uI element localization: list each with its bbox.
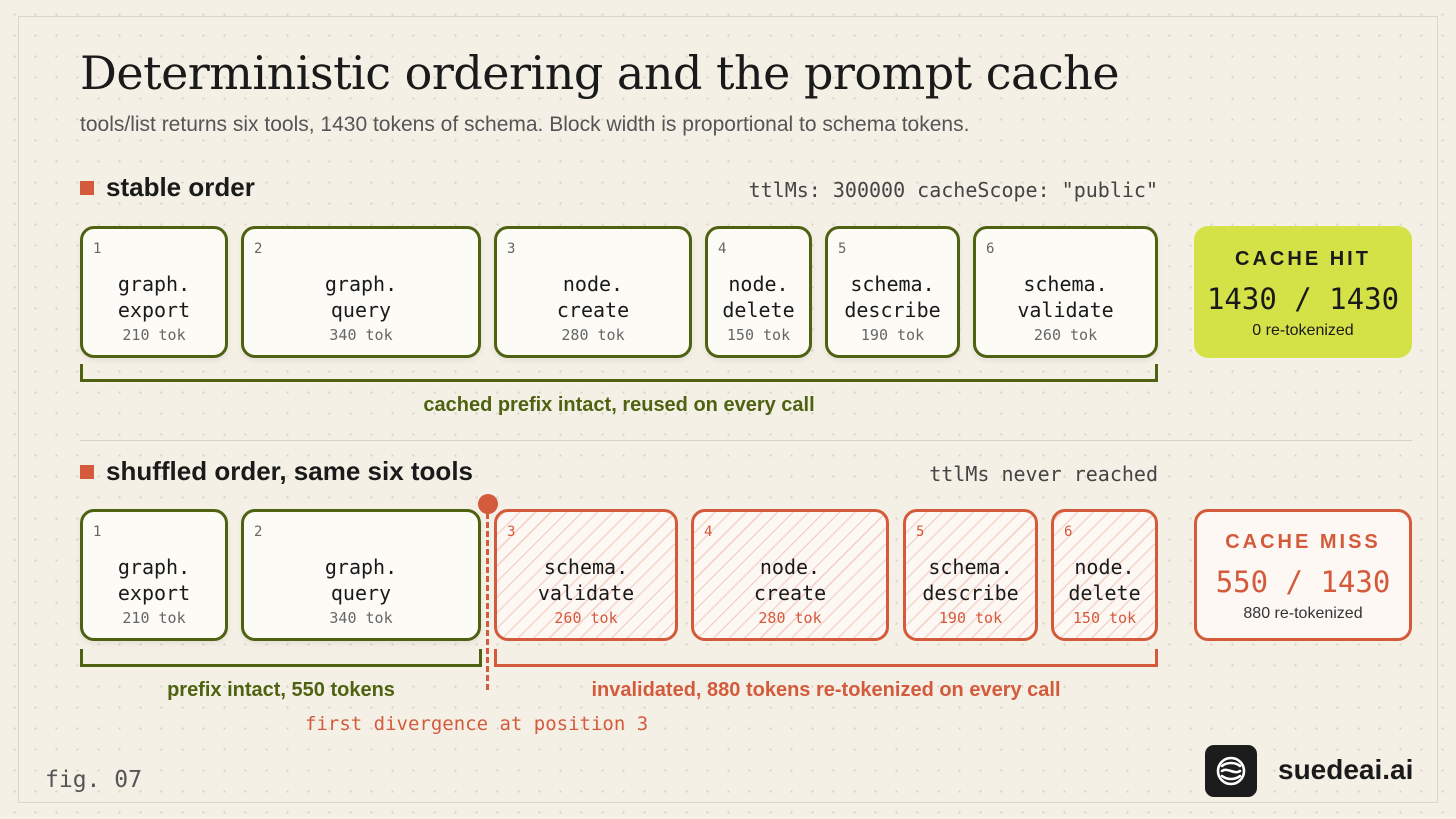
intact-prefix-label: prefix intact, 550 tokens xyxy=(167,679,395,701)
tool-position: 2 xyxy=(254,524,263,540)
tool-position: 6 xyxy=(1064,524,1073,540)
stable-tool-block-graph-query: 2 graph. query 340 tok xyxy=(241,226,481,358)
tool-name: node. delete xyxy=(1068,555,1141,605)
brand-name: suedeai.ai xyxy=(1278,754,1414,785)
page-title: Deterministic ordering and the prompt ca… xyxy=(80,46,1120,100)
tool-token-count: 210 tok xyxy=(122,609,186,627)
tool-token-count: 260 tok xyxy=(554,609,618,627)
shuffled-section-header: shuffled order, same six tools xyxy=(80,456,473,487)
stable-tool-block-schema-validate: 6 schema. validate 260 tok xyxy=(973,226,1158,358)
shuffled-tool-block-node-create: 4 node. create 280 tok xyxy=(691,509,889,641)
tool-name: node. create xyxy=(556,272,630,322)
tool-position: 4 xyxy=(704,524,713,540)
divergence-label: first divergence at position 3 xyxy=(305,713,649,735)
stable-section-title: stable order xyxy=(106,172,255,202)
tool-name: node. delete xyxy=(722,272,795,322)
cache-hit-note: 0 re-tokenized xyxy=(1252,322,1354,339)
shuffled-tool-block-graph-export: 1 graph. export 210 tok xyxy=(80,509,228,641)
invalidated-bracket xyxy=(494,649,1158,667)
tool-position: 1 xyxy=(93,241,102,257)
page-subtitle: tools/list returns six tools, 1430 token… xyxy=(80,113,970,136)
divergence-line xyxy=(486,504,489,690)
stable-section-meta: ttlMs: 300000 cacheScope: "public" xyxy=(748,178,1158,202)
shuffled-section-meta: ttlMs never reached xyxy=(929,462,1158,486)
shuffled-tool-block-graph-query: 2 graph. query 340 tok xyxy=(241,509,481,641)
tool-token-count: 340 tok xyxy=(329,326,393,344)
stable-tool-block-graph-export: 1 graph. export 210 tok xyxy=(80,226,228,358)
stable-section-header: stable order xyxy=(80,172,255,203)
section-marker-icon xyxy=(80,464,94,479)
tool-position: 4 xyxy=(718,241,727,257)
figure-number: fig. 07 xyxy=(45,767,142,793)
stable-tool-block-node-create: 3 node. create 280 tok xyxy=(494,226,692,358)
tool-token-count: 190 tok xyxy=(938,609,1003,627)
shuffled-section-title: shuffled order, same six tools xyxy=(106,456,473,486)
tool-token-count: 190 tok xyxy=(860,326,925,344)
section-marker-icon xyxy=(80,180,94,195)
tool-token-count: 280 tok xyxy=(758,609,822,627)
cache-miss-title: CACHE MISS xyxy=(1225,531,1381,553)
tool-name: graph. query xyxy=(324,272,398,322)
section-divider xyxy=(80,440,1412,441)
stable-tool-block-node-delete: 4 node. delete 150 tok xyxy=(705,226,812,358)
tool-position: 6 xyxy=(986,241,995,257)
shuffled-tool-block-schema-validate: 3 schema. validate 260 tok xyxy=(494,509,678,641)
divergence-marker-icon xyxy=(478,494,498,514)
tool-name: graph. export xyxy=(117,272,191,322)
tool-position: 5 xyxy=(838,241,847,257)
tool-name: graph. query xyxy=(324,555,398,605)
stable-prefix-bracket xyxy=(80,364,1158,382)
tool-name: schema. validate xyxy=(537,555,635,605)
stable-prefix-label: cached prefix intact, reused on every ca… xyxy=(423,394,815,416)
shuffled-tool-block-schema-describe: 5 schema. describe 190 tok xyxy=(903,509,1038,641)
cache-hit-title: CACHE HIT xyxy=(1235,248,1371,270)
cache-hit-value: 1430 / 1430 xyxy=(1206,282,1400,316)
tool-name: schema. validate xyxy=(1017,272,1114,322)
tool-name: schema. describe xyxy=(844,272,941,322)
tool-token-count: 280 tok xyxy=(561,326,625,344)
tool-token-count: 210 tok xyxy=(122,326,186,344)
tool-name: node. create xyxy=(753,555,827,605)
cache-miss-card: CACHE MISS 550 / 1430 880 re-tokenized xyxy=(1194,509,1412,641)
tool-position: 3 xyxy=(507,241,516,257)
tool-token-count: 260 tok xyxy=(1033,326,1098,344)
stable-tool-block-schema-describe: 5 schema. describe 190 tok xyxy=(825,226,960,358)
tool-position: 1 xyxy=(93,524,102,540)
tool-position: 5 xyxy=(916,524,925,540)
shuffled-tool-block-node-delete: 6 node. delete 150 tok xyxy=(1051,509,1158,641)
tool-name: schema. describe xyxy=(922,555,1019,605)
tool-token-count: 150 tok xyxy=(1072,609,1137,627)
tool-token-count: 340 tok xyxy=(329,609,393,627)
suedeai-logo-icon xyxy=(1205,745,1257,797)
intact-prefix-bracket xyxy=(80,649,482,667)
invalidated-label: invalidated, 880 tokens re-tokenized on … xyxy=(591,679,1061,701)
cache-miss-note: 880 re-tokenized xyxy=(1243,605,1363,622)
tool-position: 2 xyxy=(254,241,263,257)
cache-miss-value: 550 / 1430 xyxy=(1215,565,1391,599)
tool-token-count: 150 tok xyxy=(726,326,791,344)
tool-name: graph. export xyxy=(117,555,191,605)
tool-position: 3 xyxy=(507,524,516,540)
cache-hit-card: CACHE HIT 1430 / 1430 0 re-tokenized xyxy=(1194,226,1412,358)
